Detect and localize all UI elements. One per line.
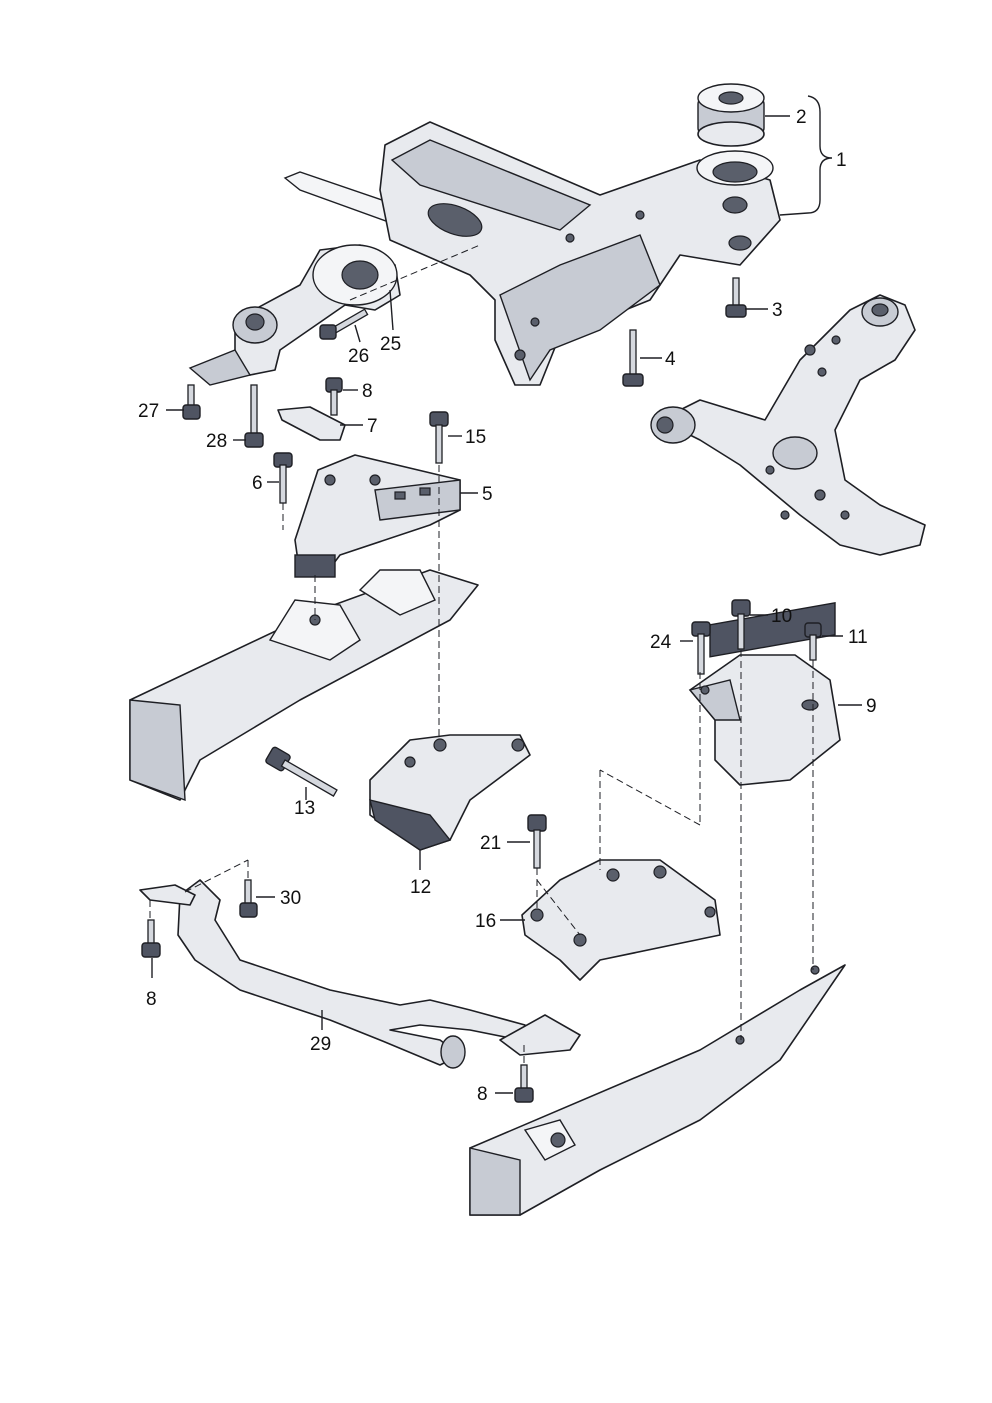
callout-29: 29 — [310, 1034, 331, 1055]
callout-9: 9 — [866, 696, 877, 717]
bolt-30 — [239, 879, 258, 918]
callout-8-top: 8 — [362, 381, 373, 402]
rubber-bushing — [697, 83, 765, 147]
callout-16: 16 — [475, 911, 496, 932]
callout-25: 25 — [380, 334, 401, 355]
callout-28: 28 — [206, 431, 227, 452]
bolt-8c — [514, 1064, 534, 1103]
bolt-3 — [725, 277, 747, 318]
bolt-10 — [731, 599, 751, 650]
callout-3: 3 — [772, 300, 783, 321]
subframe — [283, 121, 781, 386]
gearbox-mount-9 — [688, 601, 841, 786]
callouts: 1 2 3 4 25 26 8 7 27 28 15 5 6 9 10 11 2… — [138, 107, 877, 1105]
control-arm — [650, 294, 926, 556]
bolts-lower — [141, 879, 534, 1103]
left-side-member — [129, 569, 479, 802]
bracket-12 — [369, 734, 531, 851]
bolt-26 — [319, 308, 369, 340]
callout-5: 5 — [482, 484, 493, 505]
bolt-11 — [804, 622, 822, 661]
bracket-16 — [521, 859, 721, 981]
callout-15: 15 — [465, 427, 486, 448]
callout-1: 1 — [836, 150, 847, 171]
bolts-upper — [182, 277, 747, 504]
callout-13: 13 — [294, 798, 315, 819]
callout-24: 24 — [650, 632, 672, 653]
bolt-13 — [265, 746, 338, 797]
bolt-24 — [691, 621, 711, 675]
right-side-member — [469, 964, 846, 1216]
callout-8-left: 8 — [146, 989, 157, 1010]
callout-2: 2 — [796, 107, 807, 128]
engine-mount-5 — [294, 454, 461, 578]
callout-30: 30 — [280, 888, 301, 909]
pipe-bracket-right — [499, 1014, 581, 1056]
bolt-27 — [182, 384, 201, 420]
bolt-4 — [622, 329, 644, 387]
callout-26: 26 — [348, 346, 369, 367]
pendulum-support — [188, 244, 401, 386]
callout-8-bottom: 8 — [477, 1084, 488, 1105]
callout-6: 6 — [252, 473, 263, 494]
leader-lines — [151, 95, 862, 1094]
bolt-8a — [325, 377, 343, 416]
callout-11: 11 — [848, 627, 868, 648]
assembly-lines — [149, 244, 814, 1065]
callout-12: 12 — [410, 877, 431, 898]
bolt-8b — [141, 919, 161, 958]
bolts-right — [527, 599, 822, 869]
callout-21: 21 — [480, 833, 501, 854]
bracket-7 — [277, 406, 346, 441]
callout-10: 10 — [771, 606, 792, 627]
pipe-bracket-left — [139, 884, 196, 906]
callout-27: 27 — [138, 401, 159, 422]
bolt-28 — [244, 384, 264, 448]
callout-4: 4 — [665, 349, 676, 370]
bolt-21 — [527, 814, 547, 869]
callout-7: 7 — [367, 416, 378, 437]
bolt-6 — [273, 452, 293, 504]
pipe-29 — [139, 879, 581, 1069]
bolt-15 — [429, 411, 449, 464]
